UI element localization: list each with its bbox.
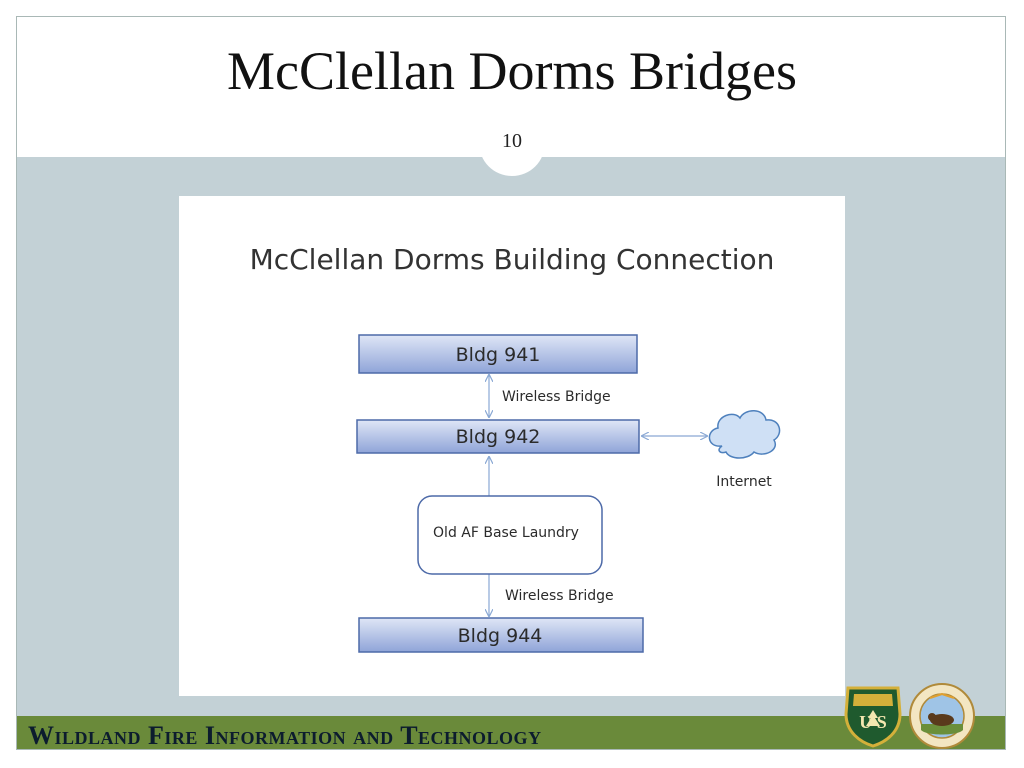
bldg-942-label: Bldg 942 <box>456 426 541 448</box>
internet-label: Internet <box>716 474 772 490</box>
diagram-title: McClellan Dorms Building Connection <box>250 243 775 276</box>
slide-title: McClellan Dorms Bridges <box>227 41 797 101</box>
old-af-base-laundry-box <box>417 495 603 575</box>
bldg-944-label: Bldg 944 <box>458 625 543 647</box>
interior-department-seal-icon <box>909 683 975 749</box>
wireless-bridge-941-942-label: Wireless Bridge <box>502 389 611 405</box>
wireless-bridge-942-944-label: Wireless Bridge <box>505 588 614 604</box>
page-number-badge <box>479 110 545 176</box>
bldg-941-box <box>358 334 638 374</box>
internet-cloud-icon <box>708 410 781 459</box>
bldg-941-label: Bldg 941 <box>456 344 541 366</box>
page-number: 10 <box>502 130 522 152</box>
forest-service-shield-icon: U S <box>844 686 902 748</box>
bldg-944-box <box>358 617 644 653</box>
old-af-base-laundry-label: Old AF Base Laundry <box>433 525 579 541</box>
footer-bar <box>17 716 1005 749</box>
bldg-942-box <box>356 419 640 454</box>
footer-text: Wildland Fire Information and Technology <box>28 721 542 750</box>
